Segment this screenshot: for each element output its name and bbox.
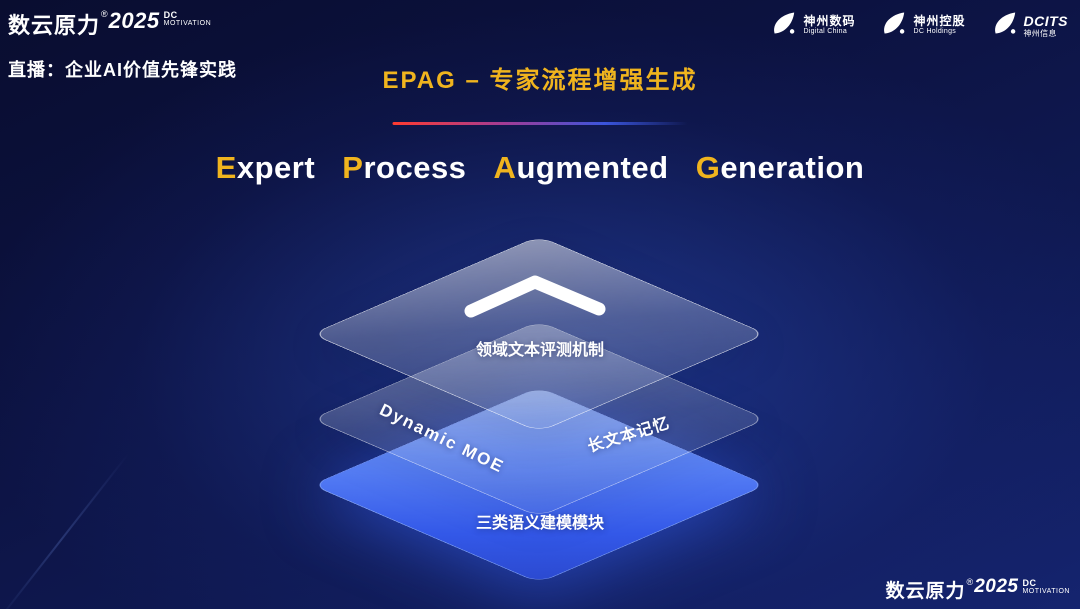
title-word: Augmented bbox=[493, 150, 669, 185]
gradient-divider bbox=[392, 122, 688, 125]
partner-name-en: DCITS bbox=[1023, 12, 1068, 29]
dcits-logo: DCITS 神州信息 bbox=[990, 9, 1069, 42]
brand-dc-motivation: DC MOTIVATION bbox=[163, 10, 212, 28]
partner-name-cn: 神州数码 bbox=[803, 13, 856, 28]
main-title: Expert Process Augmented Generation bbox=[207, 150, 874, 186]
digital-china-logo: 神州数码 Digital China bbox=[769, 9, 855, 42]
registered-mark: ® bbox=[966, 577, 974, 587]
digital-china-swoosh-icon bbox=[769, 9, 797, 42]
chevron-up-icon bbox=[462, 272, 608, 325]
dc-holdings-swoosh-icon bbox=[879, 9, 907, 42]
partner-name-cn: 神州控股 bbox=[913, 13, 966, 28]
background-light-streak bbox=[0, 452, 130, 609]
brand-dc-motivation: DC MOTIVATION bbox=[1022, 578, 1070, 596]
partner-name-cn: 神州信息 bbox=[1023, 28, 1057, 38]
brand-year: 2025 bbox=[108, 8, 160, 33]
brand-name: 数云原力 bbox=[8, 13, 101, 38]
live-stream-label: 直播：企业AI价值先锋实践 bbox=[8, 60, 237, 80]
dcits-swoosh-icon bbox=[990, 9, 1018, 42]
title-word: Process bbox=[342, 150, 467, 185]
title-word: Generation bbox=[695, 150, 865, 185]
slide-title: EPAG – 专家流程增强生成 bbox=[382, 67, 698, 94]
brand-year: 2025 bbox=[974, 576, 1019, 597]
top-layer-label: 领域文本评测机制 bbox=[475, 342, 605, 359]
registered-mark: ® bbox=[101, 9, 108, 19]
partner-name-en: Digital China bbox=[803, 28, 848, 36]
bottom-layer-label: 三类语义建模模块 bbox=[475, 515, 605, 532]
partner-logos: 神州数码 Digital China 神州控股 DC Holdings DCIT… bbox=[769, 9, 1068, 42]
brand-logo-top-left: 数云原力®2025 DC MOTIVATION bbox=[8, 8, 211, 40]
brand-name: 数云原力 bbox=[885, 581, 966, 602]
dc-holdings-logo: 神州控股 DC Holdings bbox=[879, 9, 965, 42]
title-word: Expert bbox=[215, 150, 316, 185]
brand-logo-bottom-right: 数云原力®2025 DC MOTIVATION bbox=[886, 576, 1070, 603]
partner-name-en: DC Holdings bbox=[913, 28, 957, 36]
